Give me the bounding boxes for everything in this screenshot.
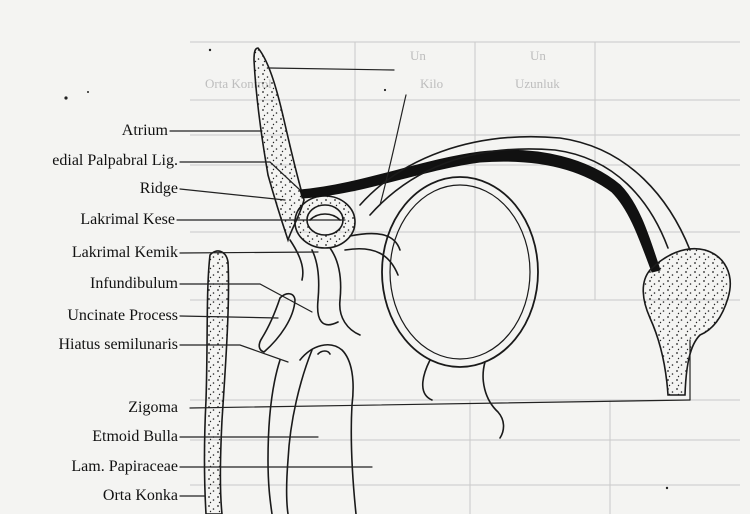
label-text-lam-papiraceae: Lam. Papiraceae [71,458,178,475]
ghost-header-3: Uzunluk [515,76,560,91]
ghost-header-2: Kilo [420,76,443,91]
ethmoid-bulla-region [268,345,504,514]
label-ridge: Ridge [140,180,285,200]
label-atrium: Atrium [122,122,262,139]
label-text-lakrimal-kemik: Lakrimal Kemik [72,244,178,261]
label-text-etmoid-bulla: Etmoid Bulla [92,428,178,445]
ghost-header-5: Un [530,48,546,63]
label-text-medial-palpebral-ligament: edial Palpabral Lig. [52,152,178,169]
lateral-orbital-bone [643,249,730,395]
label-text-infundibulum: Infundibulum [90,275,179,292]
lamina-papyracea [205,251,229,514]
label-text-orta-konka: Orta Konka [103,487,178,504]
label-hiatus-semilunaris: Hiatus semilunaris [58,336,288,362]
lacrimal-sac [295,196,355,248]
speck [87,91,89,93]
eye-globe [382,177,538,367]
leader-ridge [180,189,285,200]
speck [384,89,386,91]
label-text-ridge: Ridge [140,180,178,197]
speck [666,487,668,489]
leader-infundibulum [180,284,312,312]
speck [209,49,211,51]
label-lam-papiraceae: Lam. Papiraceae [71,458,372,475]
label-text-zigoma: Zigoma [128,399,178,416]
label-text-hiatus-semilunaris: Hiatus semilunaris [58,336,178,353]
label-text-lakrimal-kese: Lakrimal Kese [80,211,175,228]
eye-globe-inner [390,185,530,359]
leader-hiatus-semilunaris [180,345,288,362]
frontal-leader-line [270,68,394,70]
label-uncinate-process: Uncinate Process [67,307,278,324]
uncinate-process [259,294,295,352]
leader-uncinate-process [180,316,278,318]
frontal-process-bone [254,48,304,240]
speck [64,96,67,99]
label-text-atrium: Atrium [122,122,169,139]
ghost-header-4: Un [410,48,426,63]
label-orta-konka: Orta Konka [103,487,205,504]
zigoma-horizontal-line [190,400,690,408]
label-lakrimal-kemik: Lakrimal Kemik [72,244,318,261]
label-zigoma: Zigoma [128,399,178,416]
label-text-uncinate-process: Uncinate Process [67,307,178,324]
